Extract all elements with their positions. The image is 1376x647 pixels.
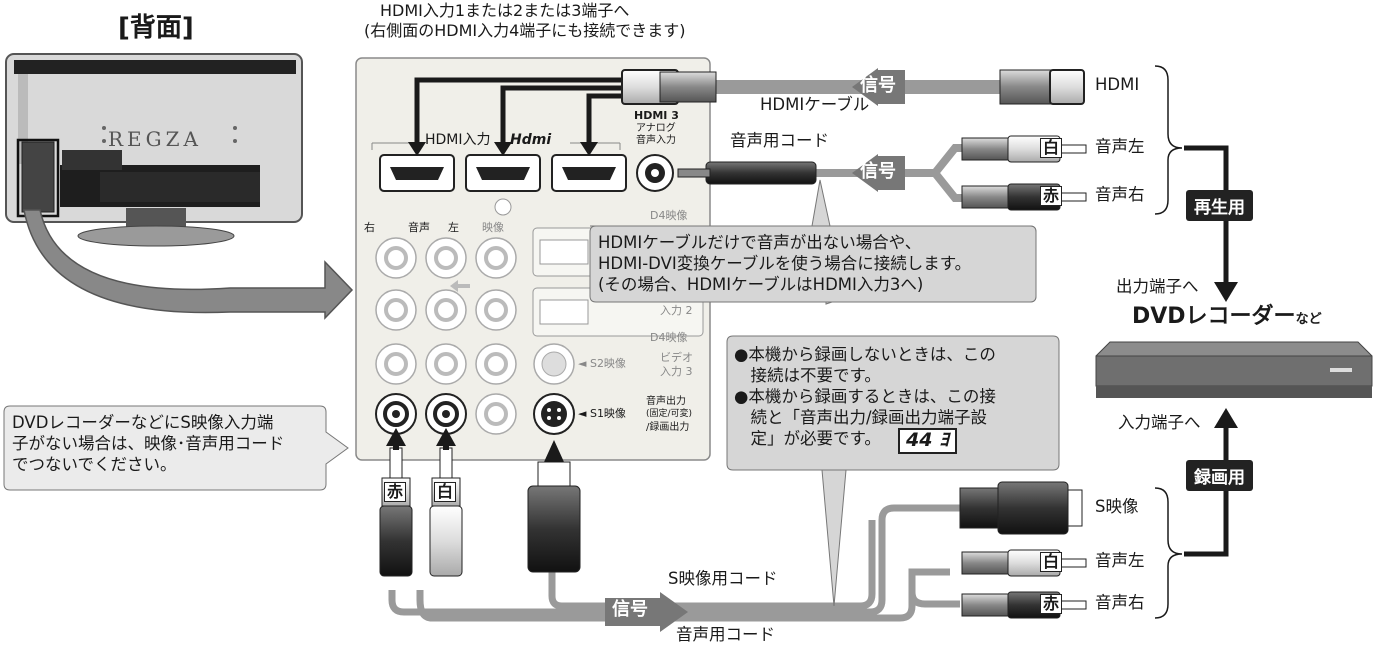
hdmi3-analog-label-1: HDMI 3 <box>634 109 679 122</box>
hdmi-plug-tv <box>621 69 717 105</box>
audio-output-label-3: /録画出力 <box>646 422 690 433</box>
playback-tag: 再生用 <box>1186 190 1253 221</box>
plug-red-mark-top: 赤 <box>1040 186 1063 207</box>
signal-label-audio: 信号 <box>860 161 896 182</box>
hdmi3-analog-label-2: アナログ <box>636 123 676 134</box>
rca-plug-white-top <box>961 135 1087 163</box>
terminal-panel <box>355 57 711 461</box>
plug-audio-left-bottom: 音声左 <box>1095 551 1145 570</box>
audio-word-mark: 音声 <box>408 221 430 234</box>
panel-zoom-arrow <box>23 209 354 320</box>
plug-white-mark-panel: 白 <box>434 482 457 503</box>
d4-video-label-2: D4映像 <box>650 331 688 344</box>
page-reference-badge: 44 ﾖ <box>898 428 957 454</box>
audio-right-mark: 右 <box>364 221 375 234</box>
plug-audio-left-top: 音声左 <box>1095 137 1145 156</box>
plug-white-mark-top: 白 <box>1040 138 1063 159</box>
callout-s-video-box <box>3 405 349 491</box>
rca-plug-red-top <box>961 183 1087 211</box>
hdmi-routing-lines <box>414 77 625 152</box>
recording-note-line-4: 続と「音声出力/録画出力端子設 <box>734 408 988 428</box>
hdmi-audio-note-line-2: HDMI-DVI変換ケーブルを使う場合に接続します。 <box>598 254 972 274</box>
d4-video-label-1: D4映像 <box>650 209 688 222</box>
page-reference-number: 44 <box>906 429 933 451</box>
s2-video-label: ◄ S2映像 <box>578 357 626 370</box>
dvd-recorder-illustration <box>1095 341 1373 398</box>
plug-s-video-label: S映像 <box>1095 497 1139 516</box>
panel-hdmi-input-label: HDMI入力 <box>425 132 491 148</box>
s-video-note-line-1: DVDレコーダーなどにS映像入力端 <box>12 413 274 432</box>
hdmi3-analog-label-3: 音声入力 <box>636 135 676 146</box>
s-video-missing-note: DVDレコーダーなどにS映像入力端 子がない場合は、映像･音声用コード でつない… <box>12 412 284 475</box>
s-video-plug-bottom <box>527 461 581 573</box>
video-input3-label-1: ビデオ <box>660 351 693 364</box>
input2-label: 入力 2 <box>660 304 693 317</box>
tv-brand-logo: REGZA <box>108 127 202 151</box>
video-mark: 映像 <box>482 221 504 234</box>
plug-hdmi-label: HDMI <box>1095 75 1140 94</box>
signal-arrow-audio <box>852 154 905 192</box>
s-video-cord-label: S映像用コード <box>668 569 778 588</box>
hdmi-top-note-2: (右側面のHDMI入力4端子にも接続できます) <box>364 21 686 40</box>
s-video-note-line-3: でつないでください。 <box>12 455 177 475</box>
audio-cord-bottom-label: 音声用コード <box>676 625 775 644</box>
rca-plug-red-device <box>961 591 1087 619</box>
output-terminal-label: 出力端子へ <box>1116 277 1199 296</box>
recording-tag: 録画用 <box>1186 460 1253 491</box>
audio-left-mark: 左 <box>448 221 459 234</box>
s1-video-label: ◄ S1映像 <box>578 407 626 420</box>
signal-label-bottom: 信号 <box>612 599 648 620</box>
signal-arrow-hdmi <box>852 68 905 106</box>
rca-plug-white-device <box>961 549 1087 577</box>
tv-rear-illustration <box>5 53 303 247</box>
signal-label-hdmi: 信号 <box>860 75 896 96</box>
audio-output-label-2: (固定/可変) <box>646 409 693 419</box>
s-video-note-line-2: 子がない場合は、映像･音声用コード <box>12 434 285 454</box>
recording-note-line-5: 定」が必要です。 <box>734 429 881 449</box>
rca-plug-red-bottom <box>379 447 413 577</box>
page-ref-icon: ﾖ <box>932 429 949 451</box>
audio-cord-top-label: 音声用コード <box>730 131 829 150</box>
rca-plug-white-bottom <box>429 447 463 577</box>
hdmi-audio-note-line-3: (その場合、HDMIケーブルはHDMI入力3へ) <box>598 275 924 295</box>
plug-red-mark-panel: 赤 <box>384 482 407 503</box>
hdmi-audio-note: HDMIケーブルだけで音声が出ない場合や、 HDMI-DVI変換ケーブルを使う場… <box>598 232 971 295</box>
plug-red-mark-device: 赤 <box>1040 594 1063 615</box>
hdmi-cable-label: HDMIケーブル <box>760 95 870 114</box>
plug-white-mark-device: 白 <box>1040 552 1063 573</box>
hdmi-top-note-1: HDMI入力1または2または3端子へ <box>380 1 630 20</box>
video-input3-label-2: 入力 3 <box>660 365 693 378</box>
callout-recording-box <box>726 335 1060 471</box>
recording-note: ●本機から録画しないときは、この 接続は不要です。 ●本機から録画するときは、こ… <box>734 344 996 450</box>
recording-note-line-3: ●本機から録画するときは、この接 <box>734 387 996 407</box>
device-name: DVDレコーダーなど <box>1132 304 1322 329</box>
signal-arrow-bottom <box>605 592 688 632</box>
plug-audio-right-bottom: 音声右 <box>1095 593 1145 612</box>
input-terminal-label: 入力端子へ <box>1118 413 1201 432</box>
hdmi-plug-device <box>999 69 1085 105</box>
audio-output-label-1: 音声出力 <box>646 396 686 407</box>
rear-title: [背面] <box>118 13 194 43</box>
plug-audio-right-top: 音声右 <box>1095 185 1145 204</box>
device-name-suffix: など <box>1295 312 1322 327</box>
hdmi-audio-note-line-1: HDMIケーブルだけで音声が出ない場合や、 <box>598 233 922 252</box>
hdmi-logo: Hdmi <box>510 132 552 148</box>
device-name-main: DVDレコーダー <box>1132 304 1296 329</box>
s-video-plug-device <box>959 481 1083 535</box>
recording-note-line-1: ●本機から録画しないときは、この <box>734 345 996 364</box>
recording-note-line-2: 接続は不要です。 <box>734 366 881 386</box>
